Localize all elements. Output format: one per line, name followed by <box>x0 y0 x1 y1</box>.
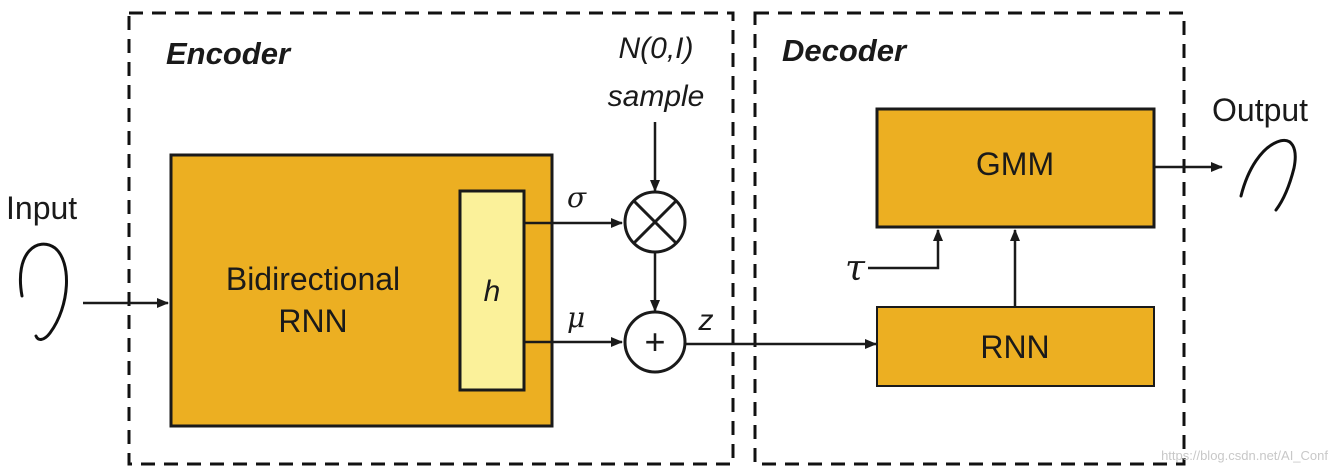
add-symbol: + <box>644 321 665 362</box>
add-node: + <box>623 310 687 374</box>
output-label: Output <box>1212 92 1308 128</box>
bidirectional-rnn-label-line1: Bidirectional <box>226 261 400 297</box>
decoder-rnn-label: RNN <box>980 329 1049 365</box>
output-stroke-icon <box>1239 139 1297 212</box>
decoder-region <box>753 11 1186 466</box>
gmm-label: GMM <box>976 146 1054 182</box>
encoder-region <box>127 11 735 466</box>
noise-label-line1: N(0,I) <box>619 32 694 65</box>
latent-z-label: z <box>698 304 714 337</box>
input-stroke-icon <box>19 242 68 341</box>
noise-label-line2: sample <box>608 80 705 113</box>
temperature-label: τ <box>845 248 866 289</box>
hidden-state-label: h <box>484 275 501 308</box>
mu-label: μ <box>567 301 585 334</box>
hidden-state-box <box>458 189 526 392</box>
watermark: https://blog.csdn.net/AI_Conf <box>1161 448 1328 463</box>
sigma-label: σ <box>567 181 587 214</box>
encoder-title: Encoder <box>166 36 292 71</box>
temperature-arrow <box>868 229 943 270</box>
decoder-rnn-box <box>876 306 1155 387</box>
bidirectional-rnn-label-line2: RNN <box>278 303 347 339</box>
decoder-title: Decoder <box>782 33 908 68</box>
multiply-node <box>623 190 687 254</box>
input-label: Input <box>6 190 77 226</box>
